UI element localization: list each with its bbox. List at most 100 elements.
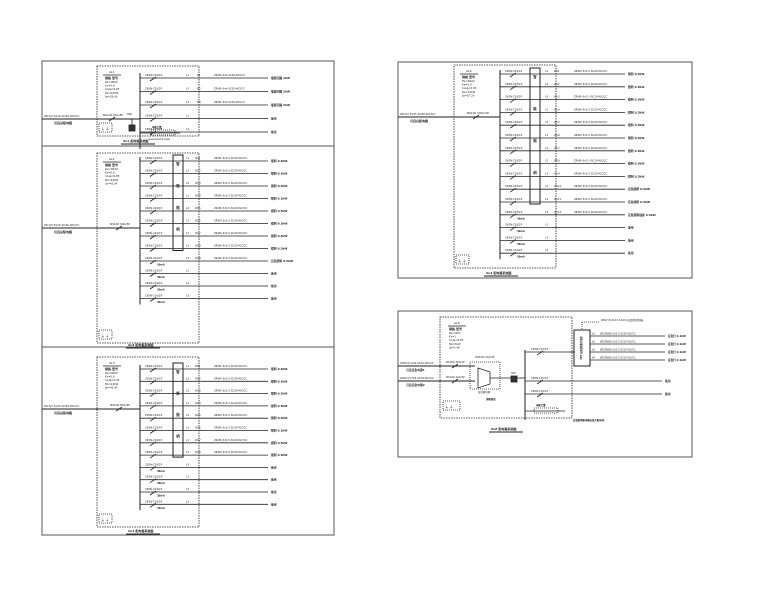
circuit-breaker-label: C65N-C16/1P	[145, 426, 163, 430]
ground-box	[455, 254, 470, 265]
meter-icon	[533, 407, 559, 414]
circuit-load: 应急照明 0.5kW	[628, 200, 650, 204]
circuit-id: WL8	[195, 450, 201, 454]
circuit-load: 照明 0.5kW	[271, 159, 287, 163]
circuit-breaker-label: C65N-C16/1P	[145, 294, 163, 298]
circuit-cable: ZR-BV-3x2.5-SC20-WC/CC	[214, 426, 247, 430]
circuit-load: 照明 0.5kW	[271, 247, 287, 251]
circuit-breaker-label: C65N-C20/1P	[145, 73, 163, 77]
box-header: 规格 型号	[104, 162, 118, 167]
box-param: Pe=40kW	[462, 79, 475, 83]
incoming-cable: WDZ-YJY-5x6-SC32-WC/CC	[400, 376, 434, 380]
phase-code: L3	[545, 210, 548, 214]
circuit-load: 照明 0.5kW	[271, 392, 287, 396]
ats-enclosure	[469, 361, 501, 390]
breaker-contact	[149, 416, 157, 422]
circuit-load: 备用	[270, 465, 277, 469]
breaker-contact	[149, 284, 157, 290]
lighting-controller	[529, 67, 541, 205]
ats-sub: 双电源切换	[478, 390, 491, 394]
controller-label: 明	[176, 434, 180, 439]
circuit-id: WL9	[554, 171, 560, 175]
circuit-load: 照明 0.5kW	[271, 416, 287, 420]
circuit-load: 照明 0.5kW	[271, 209, 287, 213]
circuit-id: WL5	[195, 206, 201, 210]
circuit-id: WL6	[195, 426, 201, 430]
breaker-contact	[149, 441, 157, 447]
circuit-id: N1	[197, 73, 201, 77]
circuit-cable: ZR-BV-3x2.5-SC20-WC/CC	[214, 206, 247, 210]
sheet-title: AL2 配电箱系统图	[128, 342, 153, 347]
incoming-source: 引自总配电箱	[54, 410, 72, 415]
breaker-contact	[149, 466, 157, 471]
enclosure-dashed	[96, 356, 200, 528]
circuit-load: 照明 0.5kW	[271, 367, 287, 371]
circuit-cable: ZR-BV-3x4-SC20-WC/CC	[214, 87, 245, 91]
circuit-breaker-label: C65N-C16/1P	[145, 462, 163, 466]
rcd-label: 30mA	[157, 470, 165, 473]
box-header: 规格 型号	[448, 326, 462, 331]
circuit-load: 备用	[270, 490, 277, 494]
breaker-contact	[509, 162, 517, 167]
breaker-contact	[149, 76, 157, 82]
right-bottom-frame	[397, 310, 693, 458]
circuit-load: 照明 0.5kW	[271, 453, 287, 457]
circuit-breaker-label: C65N-C16/1P	[505, 95, 523, 99]
box-name: AL4	[466, 69, 472, 73]
circuit-breaker-label: C65N-C16/1P	[145, 389, 163, 393]
breaker-contact	[115, 406, 123, 412]
circuit-breaker-label: C65N-C10/1P	[531, 376, 549, 380]
circuit-load: 照明 0.5kW	[628, 174, 644, 178]
controller-label: 明	[533, 170, 537, 175]
circuit-breaker-label: C65N-C16/1P	[505, 146, 523, 150]
eps-output-cable: WDZN-BYJ-3x2.5-SC20-WC/CC	[600, 357, 636, 360]
phase-code: L2	[186, 127, 189, 131]
circuit-load: 备用	[664, 379, 671, 383]
circuit-load: 备用	[270, 284, 277, 288]
phase-code: L1	[186, 231, 189, 235]
rcd-label: 30mA	[517, 217, 525, 220]
sheet-title: ALE 配电箱系统图	[491, 426, 516, 431]
circuit-breaker-label: C65N-C16/1P	[505, 197, 523, 201]
box-name: ALE	[454, 321, 460, 325]
phase-code: L2	[545, 120, 548, 124]
box-param: Cosφ=0.85	[462, 86, 477, 90]
ground-box	[442, 400, 461, 411]
eps-output-cable: WDZN-BYJ-3x2.5-SC20-WC/CC	[600, 349, 636, 352]
breaker-contact	[451, 363, 459, 369]
eps-output-cable: WDZN-BYJ-3x2.5-SC20-WC/CC	[600, 341, 636, 344]
rcd-label: 30mA	[157, 289, 165, 292]
phase-code: L3	[186, 462, 189, 466]
eps-output-id: e2	[592, 341, 595, 344]
rcd-label: 30mA	[157, 301, 165, 304]
circuit-breaker-label: C65N-C16/1P	[145, 281, 163, 285]
circuit-load: 插座回路 2kW	[271, 103, 290, 107]
circuit-cable: ZR-BV-3x2.5-SC20-WC/CC	[214, 376, 247, 380]
phase-code: L2	[186, 244, 189, 248]
enclosure-dashed	[439, 316, 573, 419]
circuit-load: 备用	[627, 251, 634, 255]
circuit-breaker-label: C65N-C16/1P	[145, 499, 163, 503]
box-param: Ijs=5.4A	[449, 345, 460, 349]
circuit-cable: ZR-BV-3x2.5-SC20-WC/CC	[574, 184, 607, 188]
breaker-contact	[149, 222, 157, 227]
breaker-contact	[115, 225, 123, 231]
breaker-contact	[149, 379, 157, 385]
circuit-cable: ZR-BV-3x2.5-SC20-WC/CC	[214, 413, 247, 417]
circuit-load: 备用	[627, 238, 634, 242]
breaker-contact	[509, 187, 517, 193]
